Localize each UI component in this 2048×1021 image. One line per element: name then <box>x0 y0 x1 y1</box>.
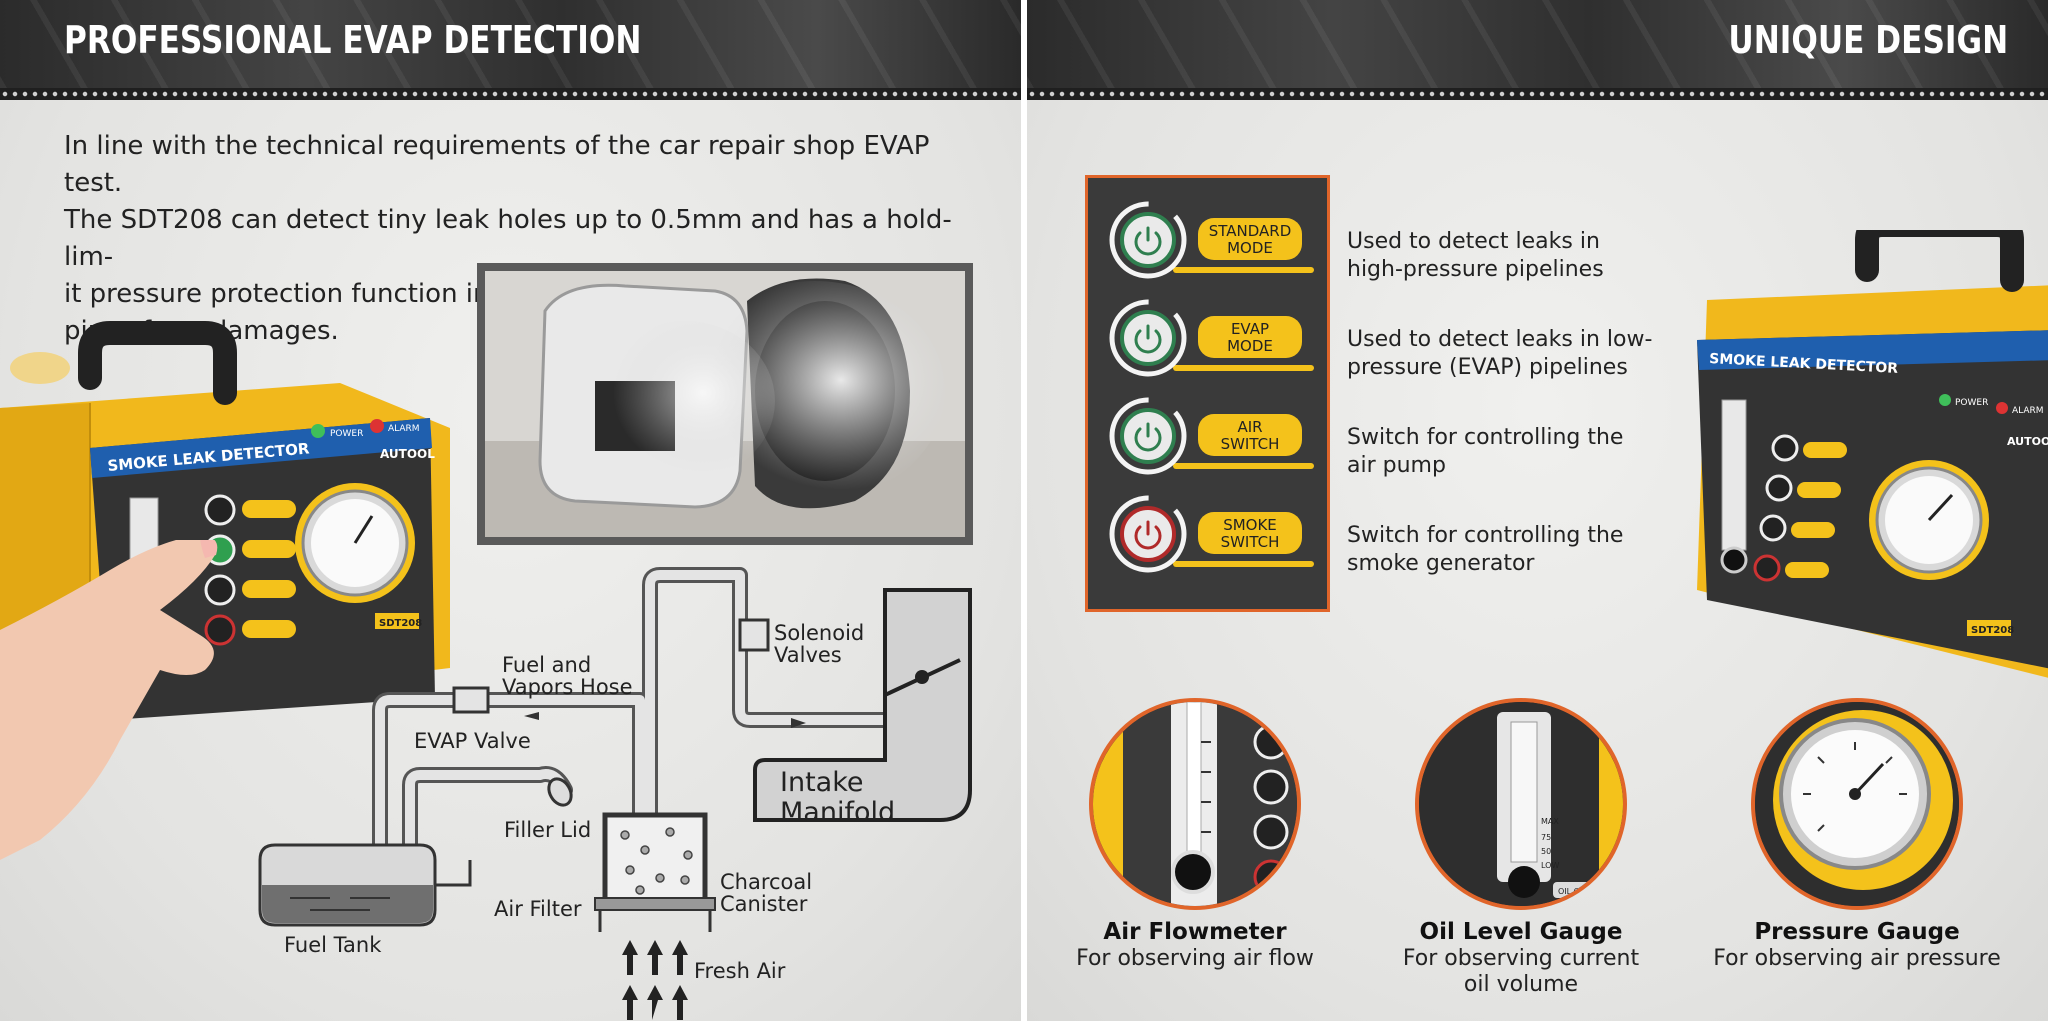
power-indicator-label: POWER <box>1955 398 1988 408</box>
alarm-indicator-label: ALARM <box>2012 406 2044 416</box>
oil-mark-max: MAX <box>1541 817 1559 826</box>
oil-level-gauge-closeup: MAX 75 50 LOW OIL OUT <box>1415 698 1627 910</box>
control-label: STANDARD <box>1209 222 1292 240</box>
solenoid-valves-label: Solenoid Valves <box>774 621 865 667</box>
intro-line: In line with the technical requirements … <box>64 131 930 198</box>
air-flowmeter-closeup <box>1089 698 1301 910</box>
feature-title: Oil Level Gauge <box>1419 919 1623 945</box>
evap-mode-description: Used to detect leaks in low-pressure (EV… <box>1347 327 1653 380</box>
smoke-leak-detector-device: SMOKE LEAK DETECTOR POWER ALARM AUTOOL S… <box>1697 230 2048 678</box>
fuel-tank-label: Fuel Tank <box>284 933 382 957</box>
left-panel: PROFESSIONAL EVAP DETECTION In line with… <box>0 0 1021 1021</box>
intro-line: The SDT208 can detect tiny leak holes up… <box>64 205 952 272</box>
air-flowmeter-caption: Air Flowmeter For observing air flow <box>1045 918 1345 972</box>
power-icon <box>1134 520 1162 550</box>
power-icon <box>1134 324 1162 354</box>
pressure-gauge-closeup <box>1751 698 1963 910</box>
evap-valve-label: EVAP Valve <box>414 729 531 753</box>
power-indicator-label: POWER <box>330 429 363 439</box>
oil-mark-75: 75 <box>1541 833 1551 842</box>
control-label: SWITCH <box>1221 435 1280 453</box>
evap-system-diagram: Fuel and Vapors Hose EVAP Valve Solenoid… <box>240 560 1000 1020</box>
control-label: SWITCH <box>1221 533 1280 551</box>
fuel-door-smoke-photo <box>477 263 973 545</box>
feature-subtitle: oil volume <box>1463 972 1579 997</box>
brand-logo: AUTOOL <box>380 447 435 461</box>
standard-mode-control: STANDARD MODE <box>1109 201 1314 279</box>
feature-title: Air Flowmeter <box>1103 919 1287 945</box>
control-buttons-panel: STANDARD MODE EVAP MODE AIR SWITCH <box>1085 175 1330 612</box>
right-heading: UNIQUE DESIGN <box>1728 18 2008 62</box>
control-label: MODE <box>1227 239 1273 257</box>
control-label: MODE <box>1227 337 1273 355</box>
filler-lid-label: Filler Lid <box>504 818 592 842</box>
panel-divider <box>1021 0 1027 1021</box>
power-icon <box>1134 226 1162 256</box>
feature-subtitle: For observing air flow <box>1076 946 1314 971</box>
model-label: SDT208 <box>1971 625 2014 636</box>
oil-out-tag: OIL OUT <box>1558 887 1591 896</box>
power-icon <box>1134 422 1162 452</box>
feature-title: Pressure Gauge <box>1754 919 1960 945</box>
air-switch-control: AIR SWITCH <box>1109 397 1314 475</box>
oil-mark-50: 50 <box>1541 847 1551 856</box>
right-panel: UNIQUE DESIGN STANDARD MODE EVAP MODE <box>1027 0 2048 1021</box>
air-filter-label: Air Filter <box>494 897 582 921</box>
left-banner: PROFESSIONAL EVAP DETECTION <box>0 0 1021 88</box>
left-heading: PROFESSIONAL EVAP DETECTION <box>64 18 642 62</box>
fuel-vapors-hose-label: Fuel and Vapors Hose <box>502 653 633 699</box>
evap-mode-control: EVAP MODE <box>1109 299 1314 377</box>
right-banner: UNIQUE DESIGN <box>1027 0 2048 88</box>
feature-subtitle: For observing current <box>1402 946 1640 971</box>
oil-level-gauge-caption: Oil Level Gauge For observing current oi… <box>1371 918 1671 998</box>
fresh-air-label: Fresh Air <box>694 959 786 983</box>
pressure-gauge-caption: Pressure Gauge For observing air pressur… <box>1707 918 2007 972</box>
control-label: AIR <box>1237 418 1262 436</box>
model-label: SDT208 <box>379 618 422 629</box>
dotted-strip <box>1027 88 2048 100</box>
smoke-switch-control: SMOKE SWITCH <box>1109 495 1314 573</box>
intake-manifold-label: Intake Manifold <box>780 767 896 828</box>
brand-logo: AUTOOL <box>2007 435 2048 448</box>
control-label: EVAP <box>1231 320 1269 338</box>
control-label: SMOKE <box>1223 516 1277 534</box>
alarm-indicator-label: ALARM <box>388 424 420 434</box>
feature-subtitle: For observing air pressure <box>1713 946 2001 971</box>
oil-mark-low: LOW <box>1541 861 1559 870</box>
hand-pressing-button <box>0 540 218 860</box>
dotted-strip <box>0 88 1021 100</box>
charcoal-canister-label: Charcoal Canister <box>720 870 813 916</box>
